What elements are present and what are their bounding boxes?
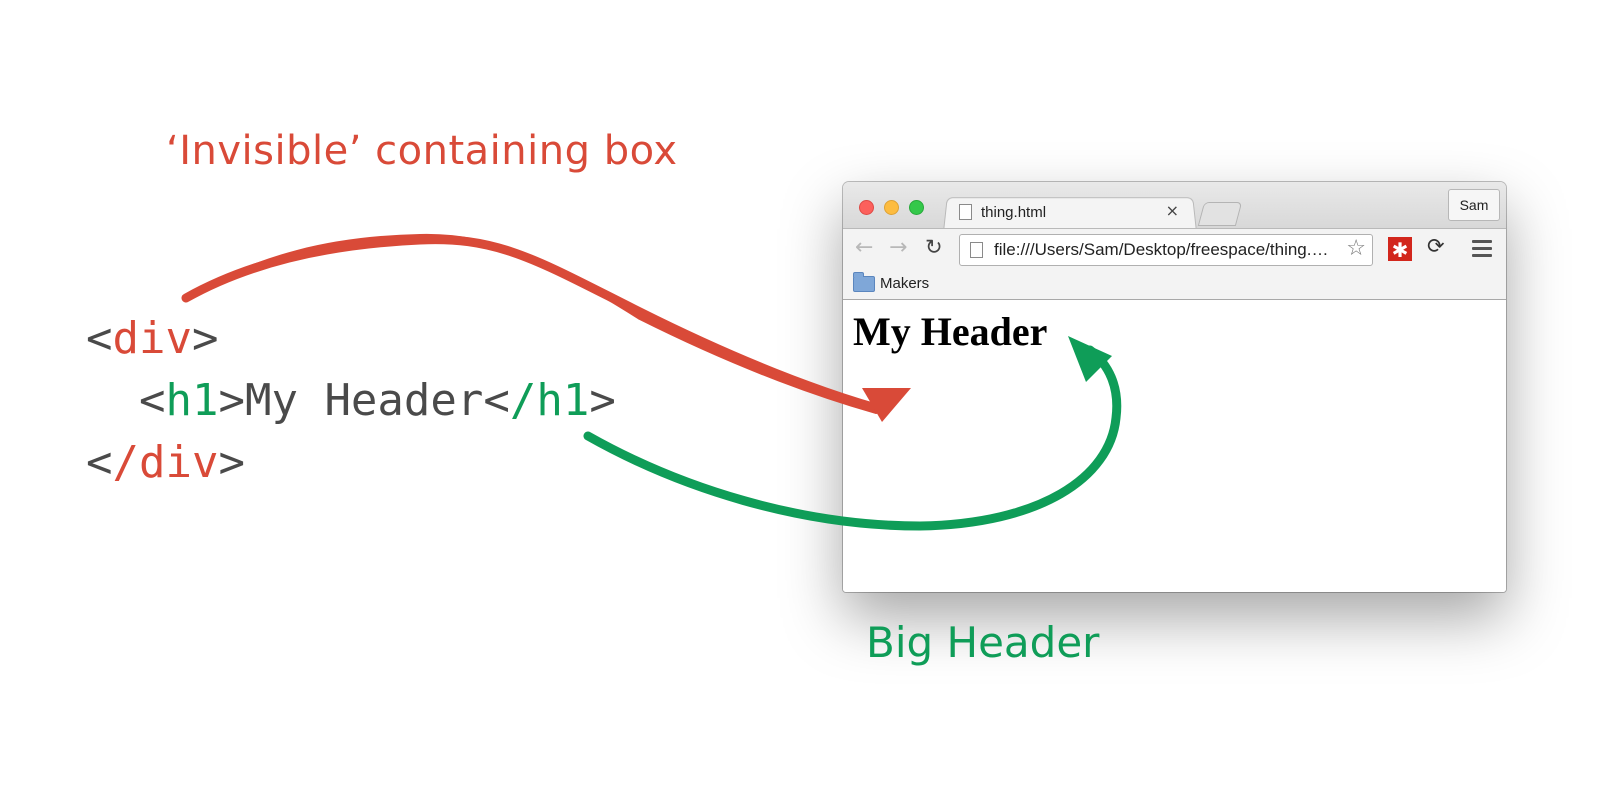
- tab-title: thing.html: [981, 204, 1047, 221]
- red-arrow-body: [181, 235, 881, 413]
- code-line-div-open: <div>: [86, 313, 219, 364]
- page-viewport: My Header: [843, 300, 1506, 592]
- big-header-label: Big Header: [866, 618, 1100, 667]
- hamburger-menu-icon[interactable]: [1472, 240, 1492, 258]
- bookmark-makers[interactable]: Makers: [880, 275, 930, 292]
- reload-icon[interactable]: ↻: [925, 235, 943, 259]
- bookmarks-bar: Makers: [843, 268, 1506, 300]
- back-arrow-icon[interactable]: ←: [855, 235, 874, 260]
- red-arrow-head: [862, 388, 911, 422]
- forward-arrow-icon[interactable]: →: [889, 235, 908, 260]
- minimize-window-button[interactable]: [884, 200, 899, 215]
- bookmark-star-icon[interactable]: ☆: [1346, 236, 1366, 261]
- red-arrow-body-taper: [184, 233, 878, 414]
- toolbar: ← → ↻ file:///Users/Sam/Desktop/freespac…: [843, 228, 1506, 269]
- rendered-h1: My Header: [853, 309, 1048, 354]
- h1-close-tag: /h1: [509, 375, 590, 426]
- green-arrow-body: [583, 345, 1122, 531]
- close-window-button[interactable]: [859, 200, 874, 215]
- green-arrow-head: [1068, 336, 1112, 382]
- maximize-window-button[interactable]: [909, 200, 924, 215]
- containing-box-label: ‘Invisible’ containing box: [166, 128, 678, 174]
- div-close-tag: /div: [112, 437, 219, 488]
- div-tag: div: [112, 313, 192, 364]
- h1-text: My Header: [244, 375, 484, 426]
- tab-close-icon[interactable]: ×: [1165, 201, 1179, 220]
- sync-extension-icon[interactable]: ⟳: [1427, 234, 1445, 258]
- lastpass-extension-icon[interactable]: ✱: [1388, 237, 1412, 262]
- h1-open-tag: h1: [165, 375, 219, 426]
- tab-thing-html[interactable]: thing.html ×: [945, 198, 1193, 230]
- profile-button[interactable]: Sam: [1448, 189, 1500, 221]
- code-line-div-close: </div>: [86, 437, 245, 488]
- folder-icon: [853, 272, 875, 292]
- code-snippet: <div> <h1>My Header</h1> </div>: [86, 308, 616, 494]
- address-bar[interactable]: file:///Users/Sam/Desktop/freespace/thin…: [959, 234, 1373, 266]
- page-document-icon: [970, 242, 983, 258]
- code-line-h1: <h1>My Header</h1>: [138, 375, 616, 426]
- title-bar: thing.html × Sam: [843, 182, 1506, 231]
- document-icon: [959, 204, 972, 220]
